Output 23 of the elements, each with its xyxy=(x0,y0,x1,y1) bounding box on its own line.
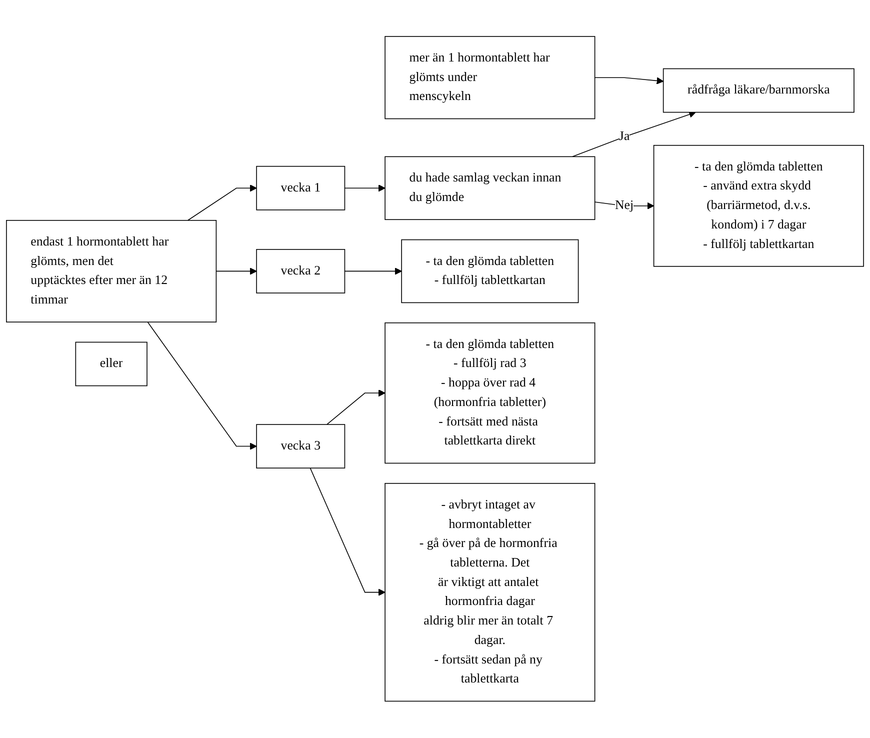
arrow xyxy=(147,322,257,450)
arrow xyxy=(216,268,257,275)
node-box: mer än 1 hormontablett har glömts under menscykeln xyxy=(384,36,596,120)
arrow xyxy=(344,184,386,192)
node-box: rådfråga läkare/barnmorska xyxy=(662,68,854,113)
edge-label: Nej xyxy=(614,198,634,212)
edge-label: Ja xyxy=(618,130,630,144)
node-box: vecka 1 xyxy=(256,166,346,210)
node-box: - ta den glömda tabletten - fullfölj rad 3 - hoppa över rad 4 (hormonfria tabletter) - fortsätt med nästa tablettkarta direkt xyxy=(384,322,596,464)
arrow xyxy=(344,268,402,275)
node-box: vecka 3 xyxy=(256,424,346,469)
arrow xyxy=(594,77,664,84)
arrow xyxy=(310,468,386,596)
node-box: endast 1 hormontablett har glömts, men det upptäcktes efter mer än 12 timmar xyxy=(6,220,217,323)
arrow xyxy=(572,111,696,158)
node-box: vecka 2 xyxy=(256,249,346,294)
node-box: - avbryt intaget av hormontabletter - gå över på de hormonfria tabletterna. Det är viktigt att antalet hormonfria dagar aldrig blir mer än totalt 7 dagar. - fortsätt sedan på ny tablettkarta xyxy=(384,483,596,702)
node-box: du hade samlag veckan innan du glömde xyxy=(384,156,596,220)
node-box: eller xyxy=(75,342,148,386)
arrow xyxy=(326,390,386,426)
arrow xyxy=(187,184,257,221)
node-box: - ta den glömda tabletten - använd extra skydd (barriärmetod, d.v.s. kondom) i 7 dagar - fullfölj tablettkartan xyxy=(653,145,864,267)
node-box: - ta den glömda tabletten - fullfölj tablettkartan xyxy=(401,240,579,304)
